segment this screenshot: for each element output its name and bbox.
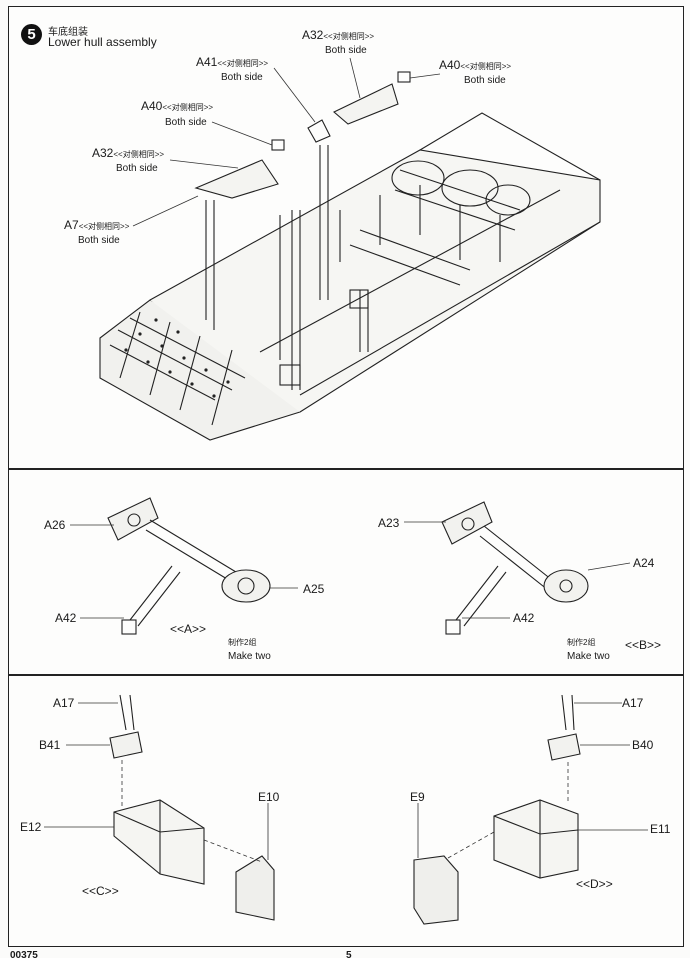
page-number: 5 xyxy=(346,950,352,961)
part-label-a23: A23 xyxy=(378,516,400,530)
part-label-e12: E12 xyxy=(20,820,42,834)
callout-a7: A7<<对侧相同>> xyxy=(64,218,129,232)
callout-a32-upper: A32<<对侧相同>> xyxy=(302,28,374,42)
subassembly-tag-a: <<A>> xyxy=(170,622,207,636)
part-label-b40: B40 xyxy=(632,738,654,752)
callout-part: A32 xyxy=(302,28,324,42)
subassembly-tag-c: <<C>> xyxy=(82,884,119,898)
part-label-a24: A24 xyxy=(633,556,655,570)
make-count-cn-a: 制作2组 xyxy=(228,638,257,647)
part-label-a17-d: A17 xyxy=(622,696,644,710)
callout-a41: A41<<对侧相同>> xyxy=(196,55,268,69)
make-count-en-b: Make two xyxy=(567,651,610,662)
callout-a40-right: A40<<对侧相同>> xyxy=(439,58,511,72)
part-label-b41: B41 xyxy=(39,738,61,752)
step-title-en: Lower hull assembly xyxy=(48,35,157,49)
callout-part: A40 xyxy=(141,99,163,113)
callout-a40-right-sub: Both side xyxy=(464,75,506,86)
catalog-number: 00375 xyxy=(10,950,38,961)
part-label-a25: A25 xyxy=(303,582,325,596)
callout-a41-sub: Both side xyxy=(221,72,263,83)
callout-a32-upper-sub: Both side xyxy=(325,45,367,56)
part-label-a17-c: A17 xyxy=(53,696,75,710)
callout-note: <<对侧相同>> xyxy=(113,150,165,159)
part-label-a42-b: A42 xyxy=(513,611,535,625)
callout-part: A40 xyxy=(439,58,461,72)
callout-note: <<对侧相同>> xyxy=(162,103,214,112)
callout-a7-sub: Both side xyxy=(78,235,120,246)
make-count-cn-b: 制作2组 xyxy=(567,638,596,647)
step-number-badge: 5 xyxy=(21,24,42,45)
part-label-a26: A26 xyxy=(44,518,66,532)
part-label-a42-a: A42 xyxy=(55,611,77,625)
callout-note: <<对侧相同>> xyxy=(323,32,375,41)
callout-a32-lower: A32<<对侧相同>> xyxy=(92,146,164,160)
callout-part: A32 xyxy=(92,146,114,160)
part-label-e11: E11 xyxy=(650,822,671,836)
callout-note: <<对侧相同>> xyxy=(460,62,512,71)
subassembly-tag-b: <<B>> xyxy=(625,638,662,652)
step-title-cn: 车底组装 xyxy=(48,27,88,38)
callout-note: <<对侧相同>> xyxy=(78,222,130,231)
callout-part: A41 xyxy=(196,55,218,69)
callout-a40-left-sub: Both side xyxy=(165,117,207,128)
callout-a40-left: A40<<对侧相同>> xyxy=(141,99,213,113)
callout-a32-lower-sub: Both side xyxy=(116,163,158,174)
part-label-e9: E9 xyxy=(410,790,425,804)
callout-note: <<对侧相同>> xyxy=(217,59,269,68)
part-label-e10: E10 xyxy=(258,790,280,804)
make-count-en-a: Make two xyxy=(228,651,271,662)
callout-part: A7 xyxy=(64,218,79,232)
subassembly-tag-d: <<D>> xyxy=(576,877,613,891)
